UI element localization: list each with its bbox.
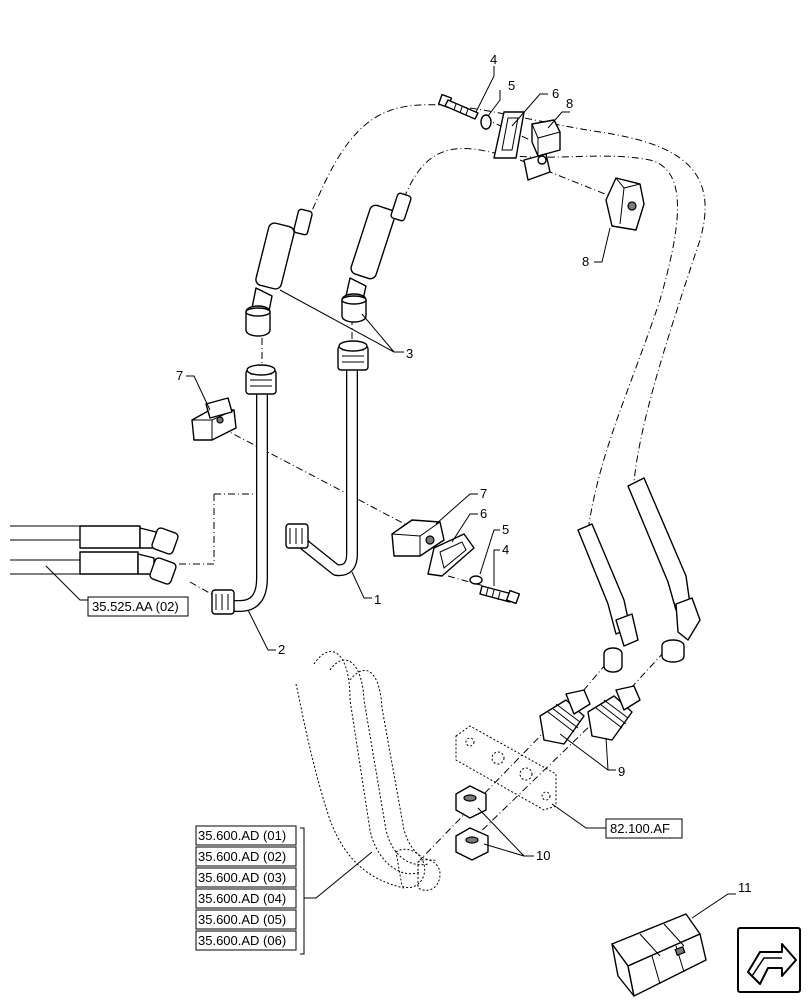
callout-7-middle: 7 [480, 486, 487, 501]
callout-6-top: 6 [552, 86, 559, 101]
callout-3: 3 [406, 346, 413, 361]
clamp-half-middle [391, 519, 445, 557]
callout-11: 11 [738, 880, 752, 895]
ghost-hose-bundle [295, 651, 441, 891]
clamp-half-top-upper [523, 119, 561, 181]
bolt-middle [479, 585, 521, 605]
callout-8-top: 8 [566, 96, 573, 111]
reference-label[interactable]: 35.600.AD (04) [198, 891, 286, 906]
callout-8-lower: 8 [582, 254, 589, 269]
leader-lines [45, 66, 736, 955]
hose-end-left [245, 208, 313, 337]
callout-1: 1 [374, 592, 381, 607]
tube-1 [285, 340, 369, 577]
reference-82-100-af[interactable]: 82.100.AF [605, 818, 683, 839]
callout-4-middle: 4 [502, 542, 509, 557]
callout-6-middle: 6 [480, 506, 487, 521]
adapter-9b [587, 685, 641, 741]
clamp-plate-middle [427, 533, 475, 577]
adapter-9a [539, 689, 591, 745]
flange-plate [455, 725, 557, 811]
reference-35-525-aa[interactable]: 35.525.AA (02) [87, 596, 189, 617]
clamp-plate-top [493, 111, 525, 159]
reference-label[interactable]: 35.600.AD (01) [198, 828, 286, 843]
reference-35-600-ad-04[interactable]: 35.600.AD (04) [195, 888, 297, 909]
right-hose-end-a [577, 523, 639, 673]
reference-label[interactable]: 35.600.AD (03) [198, 870, 286, 885]
reference-35-600-ad-02[interactable]: 35.600.AD (02) [195, 846, 297, 867]
bolt-top [437, 93, 479, 120]
callout-7-left: 7 [176, 368, 183, 383]
reference-label[interactable]: 82.100.AF [610, 821, 670, 836]
washer-top [480, 114, 492, 130]
reference-label[interactable]: 35.600.AD (06) [198, 933, 286, 948]
reference-35-600-ad-06[interactable]: 35.600.AD (06) [195, 930, 297, 951]
reference-label[interactable]: 35.600.AD (05) [198, 912, 286, 927]
hose-end-right [341, 192, 412, 323]
reference-group-35-600-ad: 35.600.AD (01) 35.600.AD (02) 35.600.AD … [195, 825, 297, 951]
callout-5-top: 5 [508, 78, 515, 93]
callout-10: 10 [536, 848, 550, 863]
nut-10b [455, 827, 489, 861]
right-hose-end-b [627, 477, 701, 663]
washer-middle [469, 575, 483, 585]
reference-label[interactable]: 35.525.AA (02) [92, 599, 179, 614]
reference-35-600-ad-03[interactable]: 35.600.AD (03) [195, 867, 297, 888]
reference-35-600-ad-05[interactable]: 35.600.AD (05) [195, 909, 297, 930]
callout-numbers: 4 5 6 8 8 3 7 7 6 5 4 1 2 9 10 11 [176, 52, 752, 895]
kit-box-icon [611, 913, 707, 997]
callout-4-top: 4 [490, 52, 497, 67]
callout-9: 9 [618, 764, 625, 779]
tube-2 [211, 364, 277, 615]
left-hose-bundle [10, 525, 179, 585]
callout-5-middle: 5 [502, 522, 509, 537]
nut-10a [455, 785, 487, 819]
reference-label[interactable]: 35.600.AD (02) [198, 849, 286, 864]
clamp-half-left [191, 397, 237, 441]
reference-35-600-ad-01[interactable]: 35.600.AD (01) [195, 825, 297, 846]
next-page-arrow-icon[interactable] [737, 927, 801, 993]
clamp-half-top-lower [605, 177, 645, 231]
callout-2: 2 [278, 642, 285, 657]
